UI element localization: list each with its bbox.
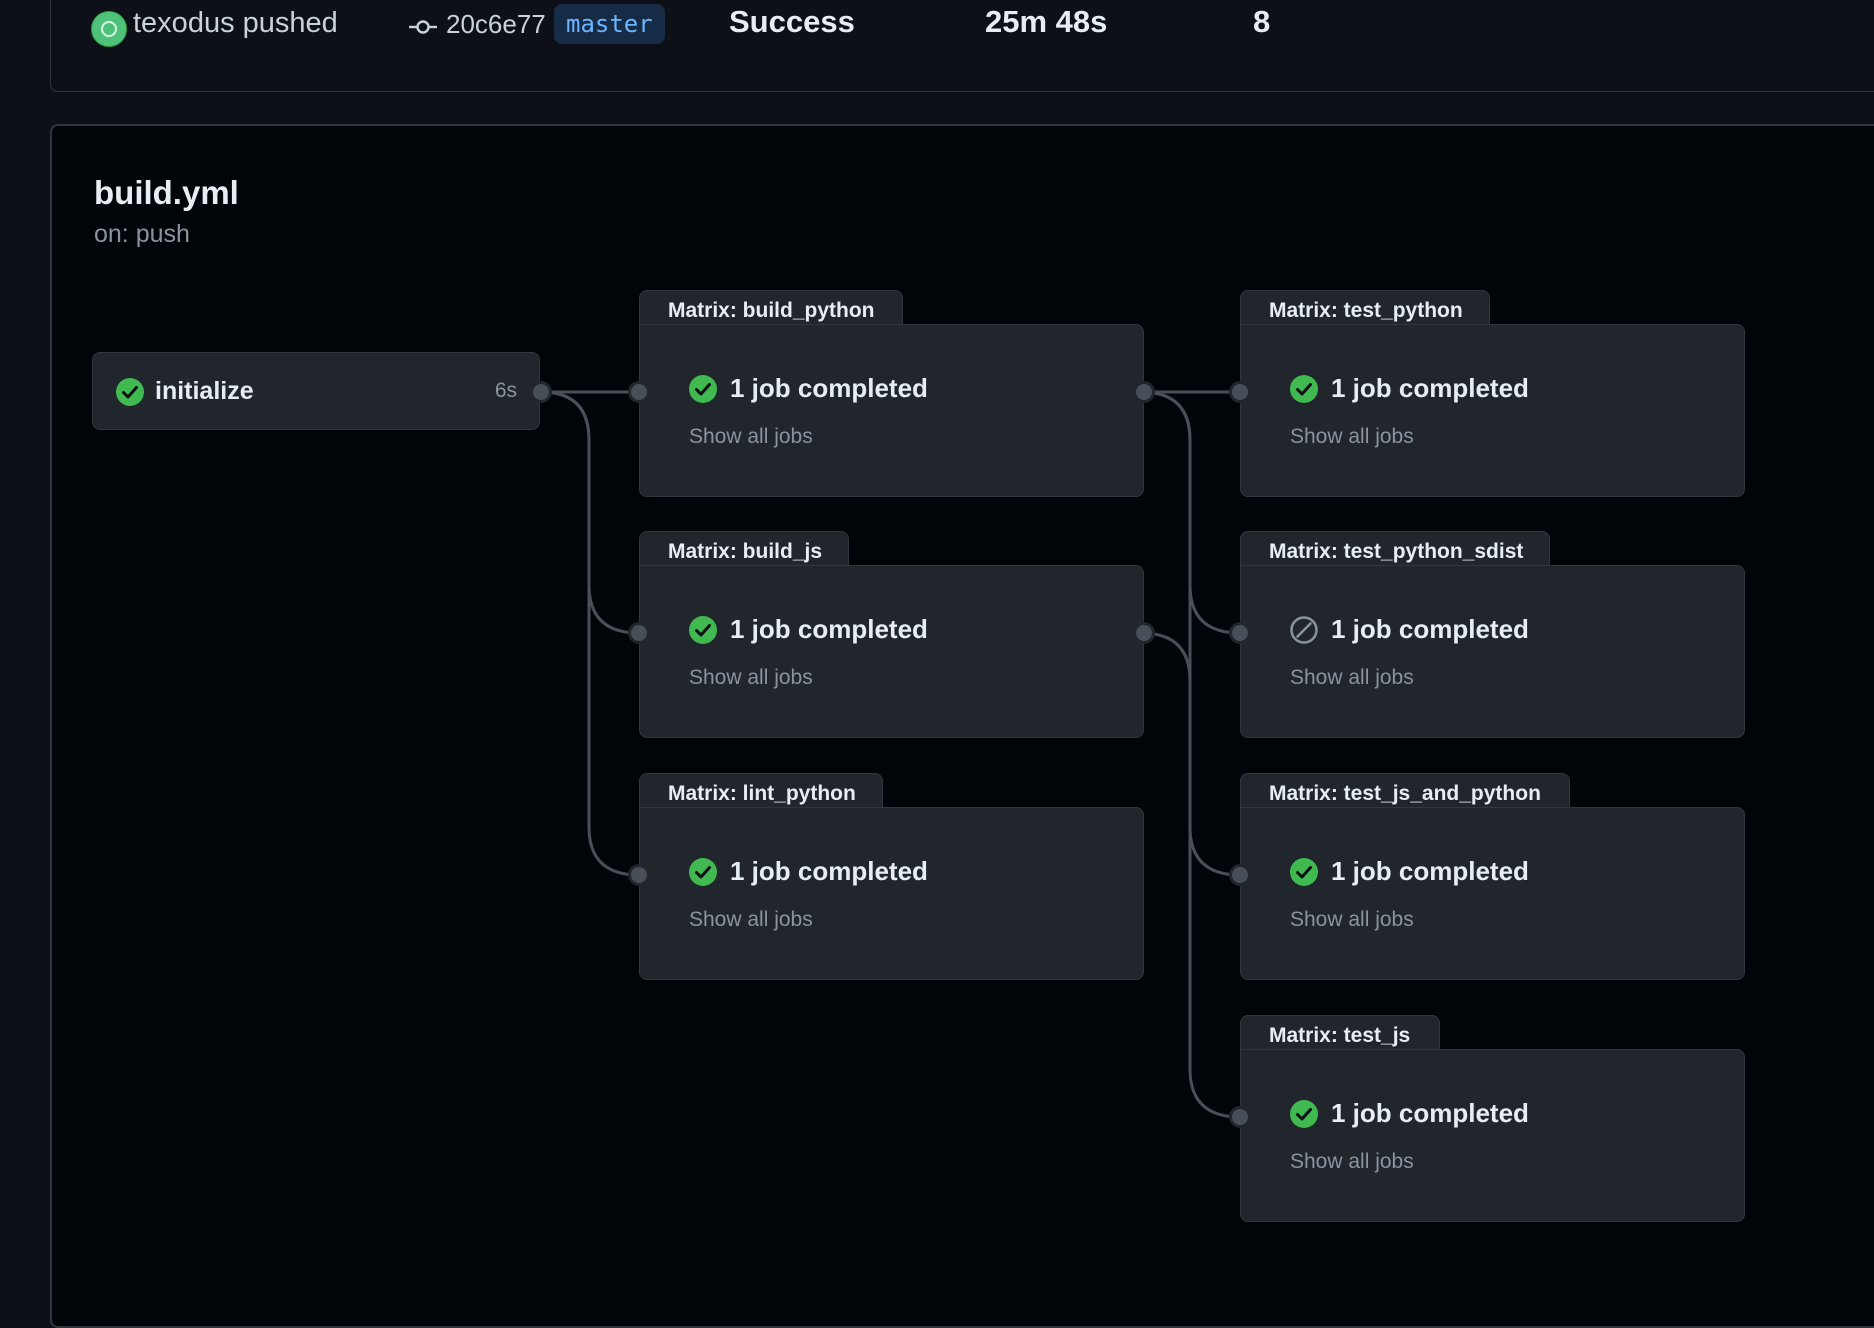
matrix-title-test-js: Matrix: test_js	[1240, 1015, 1440, 1055]
job-input-port	[1229, 381, 1251, 403]
actor-avatar[interactable]	[91, 11, 127, 47]
matrix-title-lint-python: Matrix: lint_python	[639, 773, 883, 813]
show-all-jobs-link[interactable]: Show all jobs	[1290, 908, 1414, 931]
matrix-title-test-python: Matrix: test_python	[1240, 290, 1490, 330]
git-commit-icon	[409, 20, 437, 34]
matrix-status-text: 1 job completed	[730, 614, 928, 644]
check-circle-icon	[689, 616, 717, 644]
skip-circle-icon	[1290, 616, 1318, 644]
matrix-title-build-python: Matrix: build_python	[639, 290, 903, 330]
check-circle-icon	[116, 378, 144, 406]
workflow-file-name: build.yml	[94, 174, 239, 211]
artifacts-count[interactable]: 8	[1253, 4, 1271, 39]
matrix-status-text: 1 job completed	[1331, 614, 1529, 644]
job-duration: 6s	[494, 379, 517, 402]
run-summary: texodus pushed 20c6e77 master Success 25…	[50, 0, 1874, 92]
run-status: Success	[729, 4, 855, 39]
matrix-status-text: 1 job completed	[730, 373, 928, 403]
actor-push-text[interactable]: texodus pushed	[133, 7, 338, 39]
job-output-port	[530, 381, 552, 403]
show-all-jobs-link[interactable]: Show all jobs	[689, 908, 813, 931]
run-duration: 25m 48s	[985, 4, 1108, 39]
check-circle-icon	[689, 858, 717, 886]
matrix-status-text: 1 job completed	[1331, 1098, 1529, 1128]
job-input-port	[628, 864, 650, 886]
check-circle-icon	[1290, 375, 1318, 403]
check-circle-icon	[1290, 1100, 1318, 1128]
job-initialize[interactable]: initialize 6s	[92, 352, 540, 430]
show-all-jobs-link[interactable]: Show all jobs	[1290, 666, 1414, 689]
check-circle-icon	[689, 375, 717, 403]
check-circle-icon	[1290, 858, 1318, 886]
matrix-title-build-js: Matrix: build_js	[639, 531, 849, 571]
matrix-status-text: 1 job completed	[1331, 856, 1529, 886]
matrix-title-test-python-sdist: Matrix: test_python_sdist	[1240, 531, 1550, 571]
show-all-jobs-link[interactable]: Show all jobs	[689, 666, 813, 689]
matrix-status-text: 1 job completed	[730, 856, 928, 886]
job-input-port	[1229, 622, 1251, 644]
job-output-port	[1133, 381, 1155, 403]
show-all-jobs-link[interactable]: Show all jobs	[1290, 425, 1414, 448]
job-input-port	[1229, 864, 1251, 886]
workflow-trigger: on: push	[94, 220, 190, 248]
job-input-port	[628, 622, 650, 644]
show-all-jobs-link[interactable]: Show all jobs	[1290, 1150, 1414, 1173]
commit-sha-link[interactable]: 20c6e77	[446, 9, 546, 39]
branch-label[interactable]: master	[554, 4, 665, 44]
matrix-title-test-js-and-python: Matrix: test_js_and_python	[1240, 773, 1570, 813]
show-all-jobs-link[interactable]: Show all jobs	[689, 425, 813, 448]
job-input-port	[628, 381, 650, 403]
job-output-port	[1133, 622, 1155, 644]
job-input-port	[1229, 1106, 1251, 1128]
job-name: initialize	[155, 377, 254, 405]
matrix-status-text: 1 job completed	[1331, 373, 1529, 403]
